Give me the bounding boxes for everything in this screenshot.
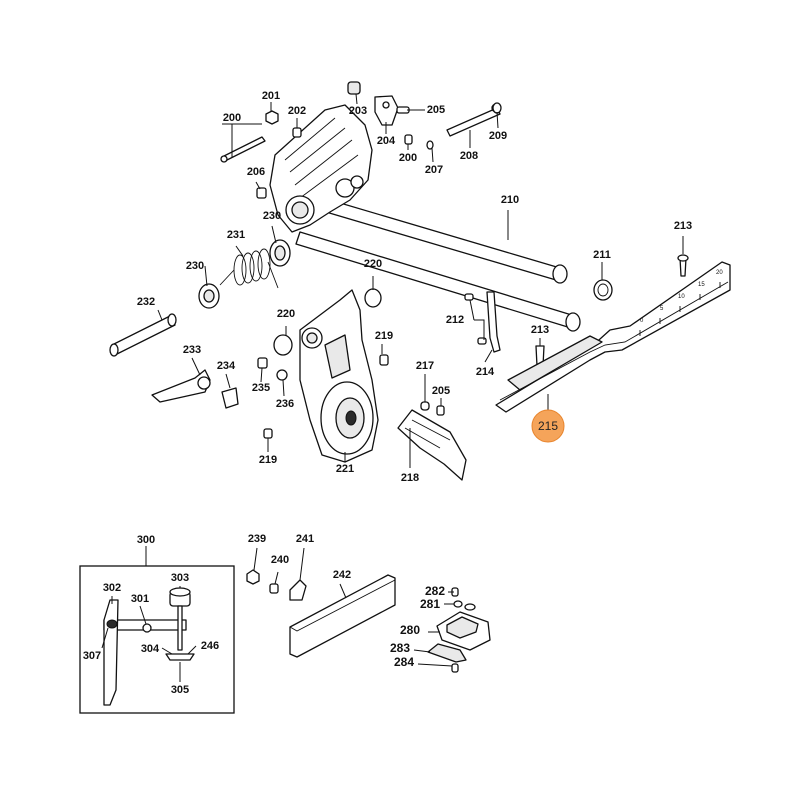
- label-211: 211: [593, 249, 611, 261]
- label-281: 281: [420, 597, 440, 611]
- label-201: 201: [262, 90, 280, 102]
- label-242: 242: [333, 569, 351, 581]
- label-206: 206: [247, 166, 265, 178]
- label-234: 234: [217, 360, 236, 372]
- hardware-top: [220, 81, 502, 199]
- fence-rail-215: 0 5 10 15 20: [495, 254, 731, 413]
- label-301: 301: [131, 593, 149, 605]
- leader-lines: [101, 93, 684, 682]
- label-307: 307: [83, 650, 101, 662]
- scale-label-10: 10: [678, 294, 685, 300]
- bracket-218: [397, 401, 467, 481]
- label-202: 202: [288, 105, 306, 117]
- arm-casting-210: [269, 104, 581, 332]
- label-283: 283: [390, 641, 410, 655]
- highlight-circle: [531, 409, 565, 443]
- scale-label-0: 0: [640, 318, 644, 324]
- label-303: 303: [171, 572, 189, 584]
- label-210: 210: [501, 194, 519, 206]
- label-240: 240: [271, 554, 289, 566]
- label-214: 214: [476, 366, 495, 378]
- scale-ticks: [639, 282, 721, 336]
- label-218: 218: [401, 472, 419, 484]
- fence-bar-242: [246, 569, 396, 658]
- label-284: 284: [394, 655, 414, 669]
- label-305: 305: [171, 684, 189, 696]
- label-230-left: 230: [186, 260, 204, 272]
- label-217: 217: [416, 360, 434, 372]
- label-208: 208: [460, 150, 478, 162]
- label-200-mid: 200: [399, 152, 417, 164]
- scale-label-5: 5: [660, 306, 664, 312]
- label-231: 231: [227, 229, 245, 241]
- spring-assembly: [109, 239, 291, 409]
- label-207: 207: [425, 164, 443, 176]
- label-213-top: 213: [674, 220, 692, 232]
- scale-label-20: 20: [716, 270, 723, 276]
- pivot-arm-221: [257, 288, 389, 463]
- label-300: 300: [137, 534, 155, 546]
- part-labels: 200 201 202 203 204 205 200 207 208 209 …: [83, 90, 692, 696]
- label-220-top: 220: [364, 258, 382, 270]
- label-212: 212: [446, 314, 464, 326]
- subassembly-300: [103, 587, 195, 706]
- scale-label-15: 15: [698, 282, 705, 288]
- label-215: 215: [538, 419, 558, 433]
- label-204: 204: [377, 135, 396, 147]
- label-209: 209: [489, 130, 507, 142]
- label-241: 241: [296, 533, 314, 545]
- subassembly-300-frame: [79, 565, 235, 714]
- label-280: 280: [400, 623, 420, 637]
- label-232: 232: [137, 296, 155, 308]
- label-203: 203: [349, 105, 367, 117]
- bracket-214: [464, 291, 545, 367]
- label-302: 302: [103, 582, 121, 594]
- ring-211: [593, 279, 613, 301]
- label-205-top: 205: [427, 104, 445, 116]
- label-239: 239: [248, 533, 266, 545]
- label-235: 235: [252, 382, 270, 394]
- label-213-mid: 213: [531, 324, 549, 336]
- label-236: 236: [276, 398, 294, 410]
- label-220-mid: 220: [277, 308, 295, 320]
- callout-215-highlight[interactable]: 215: [531, 409, 565, 443]
- label-219-bottom: 219: [259, 454, 277, 466]
- clamp-280: [427, 587, 491, 673]
- label-200-top: 200: [223, 112, 241, 124]
- label-230-top: 230: [263, 210, 281, 222]
- label-205-mid: 205: [432, 385, 450, 397]
- label-304: 304: [141, 643, 160, 655]
- label-221: 221: [336, 463, 354, 475]
- label-233: 233: [183, 344, 201, 356]
- label-246: 246: [201, 640, 219, 652]
- label-282: 282: [425, 584, 445, 598]
- label-219-top: 219: [375, 330, 393, 342]
